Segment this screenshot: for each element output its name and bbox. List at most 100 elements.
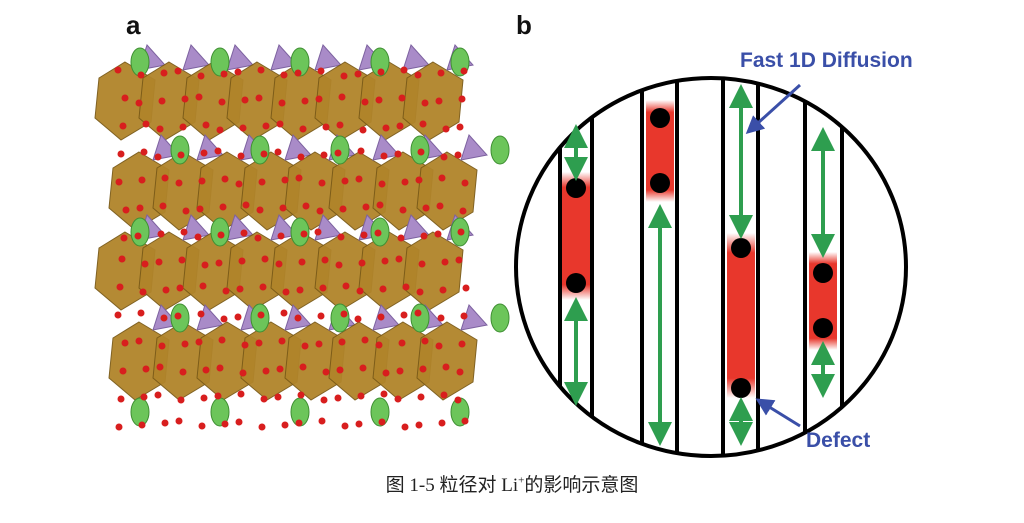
oxygen-atom [417,393,425,401]
oxygen-atom [338,338,346,346]
diffusion-diagram: Fast 1D Diffusion Defect [514,49,913,458]
oxygen-atom [359,126,367,134]
oxygen-atom [218,98,226,106]
tetrahedron [402,44,430,71]
oxygen-atom [435,97,443,105]
oxygen-atom [280,309,288,317]
oxygen-atom [298,258,306,266]
oxygen-atom [234,68,242,76]
oxygen-atom [357,392,365,400]
oxygen-atom [316,207,324,215]
oxygen-atom [262,122,270,130]
oxygen-atom [378,418,386,426]
oxygen-atom [278,337,286,345]
oxygen-atom [317,312,325,320]
oxygen-atom [117,150,125,158]
oxygen-atom [462,284,470,292]
oxygen-atom [320,151,328,159]
oxygen-atom [297,391,305,399]
oxygen-atom [196,205,204,213]
oxygen-atom [357,147,365,155]
oxygen-atom [115,178,123,186]
oxygen-atom [202,366,210,374]
oxygen-atom [318,417,326,425]
defect-dot [650,108,670,128]
oxygen-atom [322,368,330,376]
oxygen-atom [217,231,225,239]
particle-outline [514,76,908,458]
oxygen-atom [340,72,348,80]
caption-text-end: 的影响示意图 [524,475,639,496]
oxygen-atom [202,121,210,129]
oxygen-atom [255,339,263,347]
octahedron [402,61,464,141]
lithium-column [250,135,270,165]
defect-dot [813,263,833,283]
oxygen-atom [380,390,388,398]
defect-dot [731,378,751,398]
oxygen-atom [179,368,187,376]
oxygen-atom [236,285,244,293]
defect-dot [650,173,670,193]
oxygen-atom [276,120,284,128]
oxygen-atom [119,367,127,375]
oxygen-atom [381,257,389,265]
lithium-column [290,47,310,77]
tetrahedron [460,134,488,161]
oxygen-atom [275,260,283,268]
oxygen-atom [277,232,285,240]
oxygen-atom [161,419,169,427]
lithium-column [290,217,310,247]
oxygen-atom [221,175,229,183]
oxygen-atom [458,340,466,348]
oxygen-atom [461,417,469,425]
oxygen-atom [319,284,327,292]
oxygen-atom [198,177,206,185]
oxygen-atom [258,178,266,186]
oxygen-atom [442,363,450,371]
oxygen-atom [454,151,462,159]
oxygen-atom [219,203,227,211]
oxygen-atom [416,288,424,296]
oxygen-atom [402,283,410,291]
oxygen-atom [398,94,406,102]
oxygen-atom [342,282,350,290]
oxygen-atom [300,230,308,238]
lithium-column [130,217,150,247]
oxygen-atom [142,120,150,128]
lithium-column [370,47,390,77]
oxygen-atom [282,288,290,296]
oxygen-atom [122,206,130,214]
oxygen-atom [220,315,228,323]
tetrahedron [314,214,342,241]
caption-text: 图 1-5 粒径对 Li [385,475,519,496]
oxygen-atom [438,174,446,182]
oxygen-atom [241,341,249,349]
oxygen-atom [301,342,309,350]
oxygen-atom [459,207,467,215]
oxygen-atom [258,423,266,431]
oxygen-atom [256,206,264,214]
oxygen-atom [315,95,323,103]
lithium-column [490,303,510,333]
oxygen-atom [377,313,385,321]
oxygen-atom [174,67,182,75]
oxygen-atom [201,261,209,269]
oxygen-atom [215,259,223,267]
oxygen-atom [299,363,307,371]
oxygen-atom [334,394,342,402]
oxygen-atom [155,258,163,266]
oxygen-atom [182,207,190,215]
oxygen-atom [418,260,426,268]
oxygen-atom [276,365,284,373]
oxygen-atom [456,123,464,131]
oxygen-atom [197,310,205,318]
oxygen-atom [114,311,122,319]
oxygen-atom [295,174,303,182]
oxygen-atom [200,394,208,402]
oxygen-atom [214,147,222,155]
oxygen-atom [361,98,369,106]
oxygen-atom [137,71,145,79]
oxygen-atom [139,288,147,296]
